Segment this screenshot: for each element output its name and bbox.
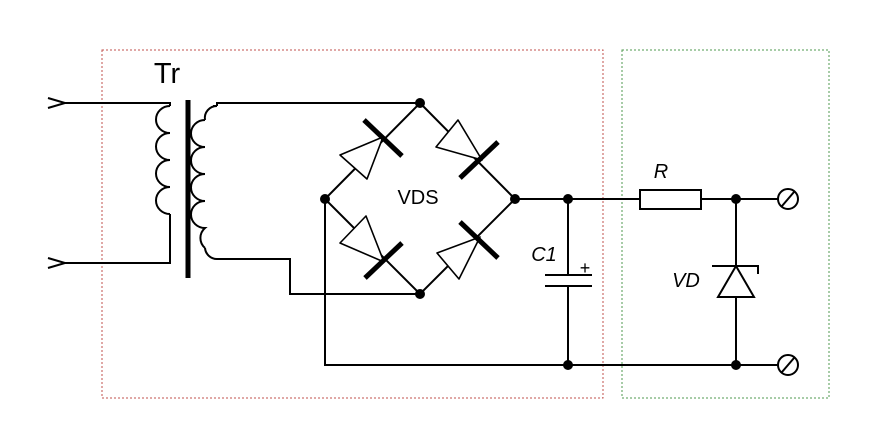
- zener-diode-vd: VD: [672, 199, 759, 365]
- capacitor-c1: C1 +: [531, 199, 592, 365]
- resistor-r: R: [639, 161, 702, 210]
- junction-dot: [731, 194, 741, 204]
- input-terminal-top: [47, 97, 69, 109]
- junction-dots: [320, 98, 741, 370]
- junction-dot: [320, 194, 330, 204]
- junction-dot: [731, 360, 741, 370]
- primary-winding: [65, 102, 171, 264]
- stabilizer-block-frame: [621, 49, 830, 399]
- bridge-diode-bottom-left: [339, 215, 404, 280]
- diode-bridge: VDS: [323, 101, 517, 296]
- capacitor-label: C1: [531, 244, 557, 266]
- secondary-winding: [190, 102, 420, 295]
- zener-label: VD: [672, 270, 700, 292]
- bridge-diode-bottom-right: [436, 220, 500, 280]
- transformer-label: Tr: [154, 58, 181, 90]
- junction-dot: [563, 194, 573, 204]
- bridge-diode-top-right: [435, 119, 500, 180]
- bridge-diode-top-left: [339, 118, 404, 180]
- bridge-label: VDS: [397, 187, 438, 209]
- transformer: Tr: [65, 58, 420, 295]
- junction-dot: [510, 194, 520, 204]
- output-terminal-bottom: [777, 354, 799, 376]
- junction-dot: [415, 289, 425, 299]
- junction-dot: [415, 98, 425, 108]
- input-terminal-bottom: [47, 257, 69, 269]
- resistor-label: R: [654, 161, 668, 183]
- rectifier-block-frame: [101, 49, 604, 399]
- junction-dot: [563, 360, 573, 370]
- output-wiring: [324, 198, 778, 366]
- capacitor-polarity: +: [580, 258, 591, 278]
- output-terminal-top: [777, 188, 799, 210]
